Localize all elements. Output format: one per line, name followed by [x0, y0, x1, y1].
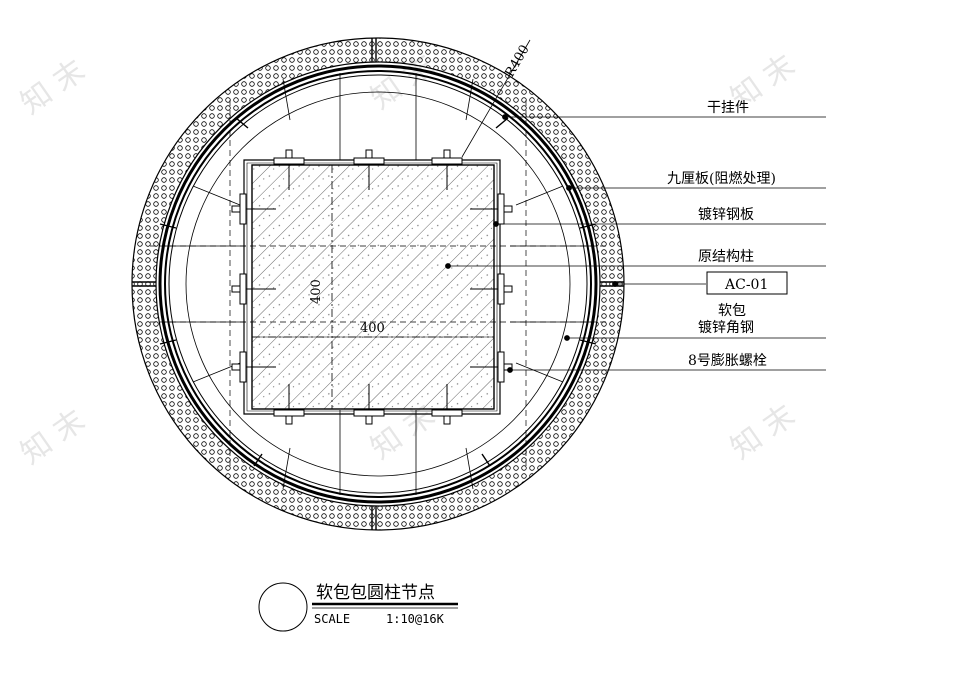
label-bracket: 干挂件 — [707, 100, 749, 116]
svg-text:知 末: 知 末 — [15, 403, 92, 472]
label-plywood: 九厘板(阻燃处理) — [667, 170, 776, 187]
label-angle-steel: 镀锌角钢 — [698, 319, 754, 336]
tag-label: AC-01 — [724, 277, 768, 293]
title-block: 软包包圆柱节点 SCALE 1:10@16K — [258, 582, 458, 632]
drawing-title: 软包包圆柱节点 — [316, 583, 435, 603]
width-dimension: 400 — [252, 321, 494, 338]
detail-circle — [258, 582, 308, 632]
label-column: 原结构柱 — [698, 249, 754, 265]
height-dimension: 400 — [309, 279, 324, 304]
svg-text:知 末: 知 末 — [725, 398, 802, 467]
bolts-left — [231, 193, 276, 383]
scale-label: SCALE — [314, 612, 350, 626]
soft-pack-ring — [131, 37, 625, 531]
svg-text:知 末: 知 末 — [15, 53, 92, 122]
plywood-ring — [158, 64, 598, 504]
height-label: 400 — [309, 279, 324, 304]
scale-value: 1:10@16K — [386, 612, 445, 626]
label-soft-pack: 软包 — [718, 303, 746, 319]
structural-column — [251, 164, 495, 410]
label-bolt: 8号膨胀螺栓 — [688, 352, 767, 369]
frame-circle — [185, 91, 571, 477]
width-label: 400 — [360, 321, 385, 336]
bolts-right — [470, 193, 513, 383]
angle-steel — [243, 159, 501, 415]
bolts-top — [273, 149, 463, 190]
bolts-bottom — [273, 384, 463, 425]
leader-lines — [445, 114, 826, 373]
tag-box: AC-01 — [706, 271, 788, 295]
radius-label: R400 — [502, 43, 532, 80]
frame-dashed-lines — [150, 100, 606, 470]
label-steel-plate: 镀锌钢板 — [698, 206, 754, 223]
